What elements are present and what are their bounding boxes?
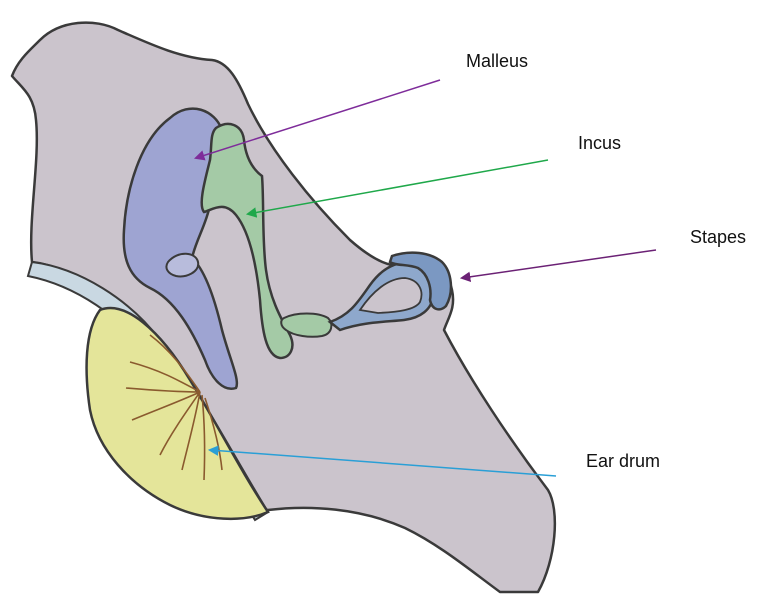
malleus-label: Malleus (466, 52, 528, 70)
incus-label: Incus (578, 134, 621, 152)
stapes-pointer-arrow (462, 250, 656, 278)
ear-drum-label: Ear drum (586, 452, 660, 470)
stapes-label: Stapes (690, 228, 746, 246)
temporal-bone-tissue (12, 23, 555, 592)
